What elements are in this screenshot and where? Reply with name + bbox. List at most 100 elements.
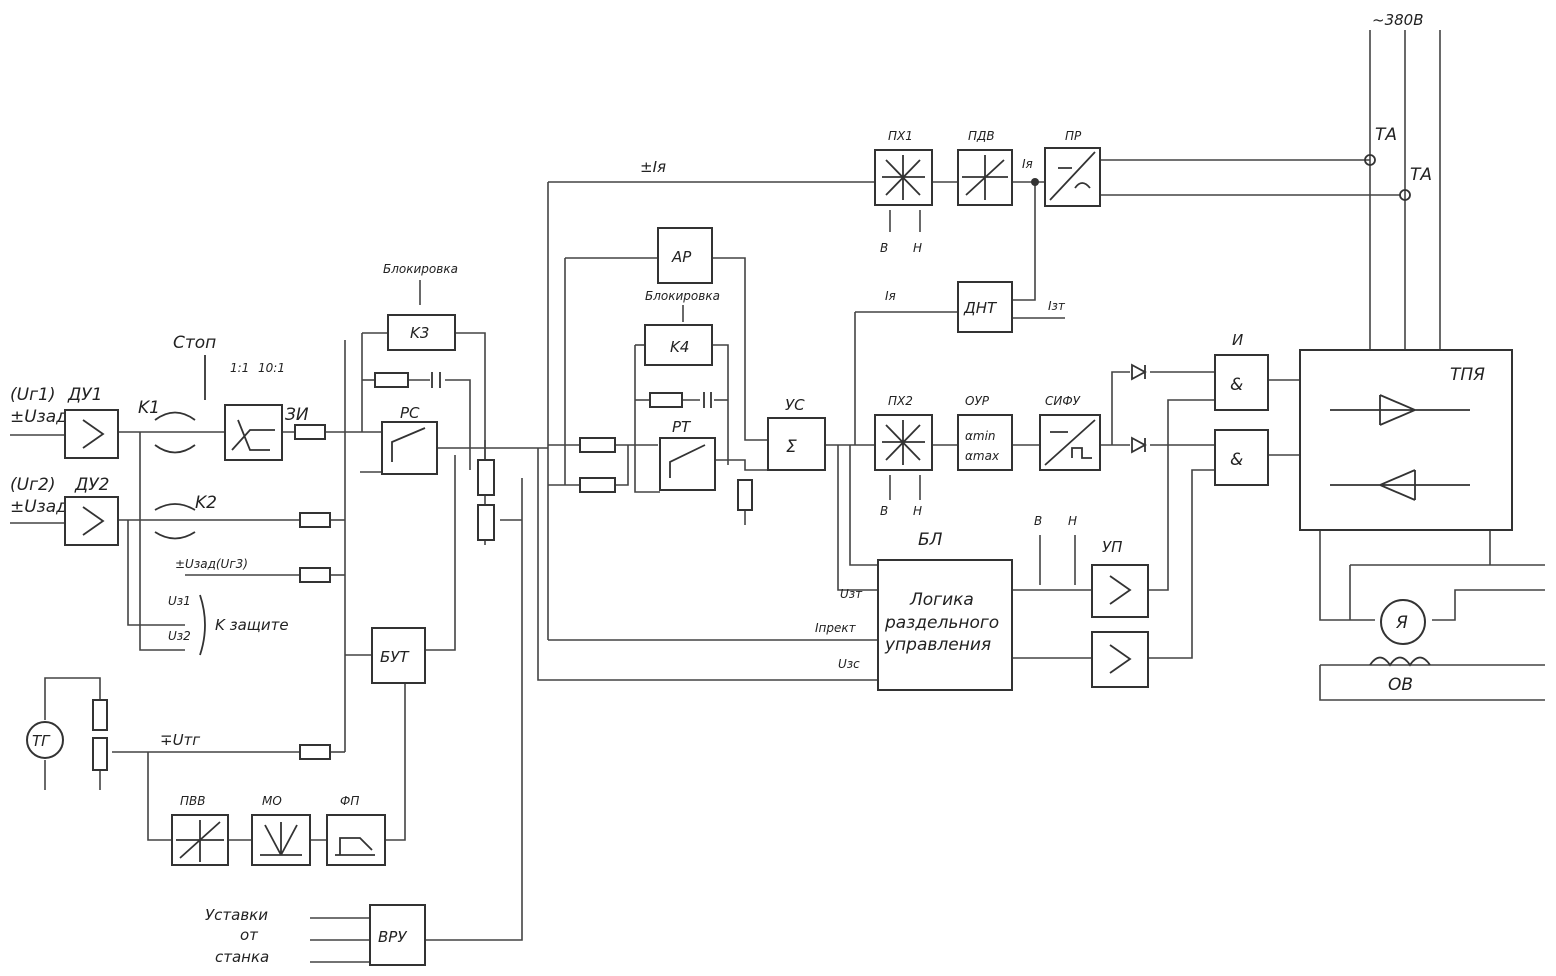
vru-block [369, 904, 426, 966]
thyristor-icon [1330, 394, 1470, 426]
contact-k1-icon [154, 411, 196, 421]
blokirovka2-label: Блокировка [645, 289, 720, 303]
du2-block [64, 496, 119, 546]
v3-label: В [1034, 514, 1042, 528]
input-section: (Uг1) ±Uзад ДУ1 (Uг2) ±Uзад ДУ2 K1 Стоп … [10, 262, 495, 966]
contact-k1-icon [154, 444, 196, 454]
k4-label: K4 [670, 338, 689, 356]
ratio1-label: 1:1 [230, 361, 249, 375]
n1-label: Н [913, 241, 922, 255]
up1-block [1091, 564, 1149, 618]
regulator-section: ±Iя АР Блокировка K4 РТ УС Σ [579, 158, 826, 511]
amplifier-icon [1109, 644, 1132, 674]
diode-icon [1131, 436, 1147, 454]
v1-label: В [880, 241, 888, 255]
sum-icon: Σ [786, 437, 797, 457]
ta2-label: ТА [1410, 165, 1432, 185]
zi-block [224, 404, 283, 461]
tpya-label: ТПЯ [1450, 365, 1485, 385]
resistor [92, 699, 108, 731]
stop-label: Стоп [173, 333, 216, 353]
pvv-label: ПВВ [180, 794, 206, 808]
uzt-label: Uзт [840, 587, 863, 601]
converter-icon [1049, 151, 1096, 201]
bl-label: БЛ [918, 530, 943, 550]
and1-block [1214, 354, 1269, 411]
regulator-icon [391, 427, 426, 462]
our-label: ОУР [965, 394, 990, 408]
du1-block [64, 409, 119, 459]
ur1-label: (Uг1) [10, 385, 55, 405]
ya-label: Я [1395, 613, 1408, 633]
du2-label: ДУ2 [74, 475, 109, 495]
resistor [374, 372, 409, 388]
k2-label: K2 [195, 493, 217, 513]
amplifier-icon [1109, 575, 1132, 605]
dnt-block [957, 281, 1013, 333]
k-zashchite-label: K защите [215, 616, 289, 634]
dnt-label: ДНТ [963, 299, 998, 317]
zi-label: ЗИ [285, 405, 309, 425]
rt-label: РТ [672, 418, 692, 436]
ustavki3-label: станка [215, 948, 269, 966]
ov-label: ОВ [1388, 675, 1413, 695]
contact-k2-icon [154, 503, 196, 511]
but-label: БУТ [380, 648, 410, 666]
potentiometer [737, 479, 753, 511]
ia-right-label: Iя [1022, 157, 1033, 171]
utg-label: ∓Uтг [160, 731, 200, 749]
up-label: УП [1102, 538, 1122, 556]
capacitor-icon [703, 392, 712, 408]
characteristic-icon [882, 420, 925, 465]
up2-block [1091, 631, 1149, 688]
resistor [299, 567, 331, 583]
motor-armature [1380, 599, 1426, 645]
uz1-label: Uз1 [168, 594, 191, 608]
izt-label: Iзт [1048, 299, 1066, 313]
amplifier-icon [82, 506, 105, 536]
v2-label: В [880, 504, 888, 518]
px2-label: ПХ2 [888, 394, 913, 408]
rectifier-icon [962, 155, 1008, 200]
resistor [299, 744, 331, 760]
tg-label: ТГ [32, 732, 51, 750]
and2-block [1214, 429, 1269, 486]
tachogenerator [26, 721, 64, 759]
characteristic-icon [882, 155, 925, 200]
amplifier-icon [82, 419, 105, 449]
uzad3-label: ±Uзад(Uг3) [175, 557, 248, 571]
filter-icon [335, 837, 375, 856]
pulse-icon [1044, 419, 1096, 466]
and1-symbol: & [1230, 375, 1243, 395]
pr-label: ПР [1065, 129, 1082, 143]
resistor [294, 424, 326, 440]
rt-block [659, 437, 716, 491]
ustavki1-label: Уставки [205, 906, 268, 924]
and2-symbol: & [1230, 450, 1243, 470]
resistor [579, 477, 616, 493]
ar-block [657, 227, 713, 284]
supply-label: ~380В [1372, 11, 1424, 29]
rectifier-icon [176, 820, 224, 862]
n3-label: Н [1068, 514, 1077, 528]
uzc-label: Uзс [838, 657, 860, 671]
field-winding-icon [1369, 656, 1431, 667]
wires [10, 30, 1545, 963]
potentiometer [477, 504, 495, 541]
our-max-label: αmax [965, 449, 1000, 463]
fp-block [326, 814, 386, 866]
uzad2-label: ±Uзад [10, 497, 68, 517]
thyristor-icon [1330, 469, 1470, 501]
resistor [649, 392, 683, 408]
du1-label: ДУ1 [67, 385, 102, 405]
potentiometer [477, 459, 495, 496]
ar-label: АР [671, 248, 692, 266]
n2-label: Н [913, 504, 922, 518]
current-transformer-icon [1399, 189, 1411, 201]
modulus-icon [260, 822, 302, 856]
our-min-label: αmin [965, 429, 996, 443]
and-label: И [1232, 331, 1243, 349]
us-block [767, 417, 826, 471]
ustavki2-label: от [240, 926, 259, 944]
